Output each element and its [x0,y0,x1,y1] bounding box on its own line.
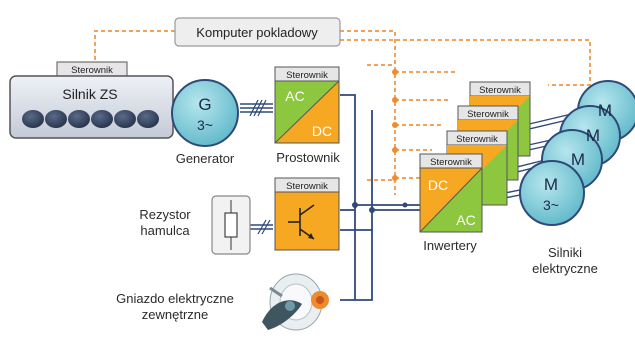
inverter-controller-label-1: Sterownik [479,85,521,96]
onboard-computer-box [174,17,341,47]
control-signal-lines [94,30,591,195]
generator-label: Generator [175,151,235,166]
transistor-symbol [288,204,315,240]
rectifier-controller-label: Sterownik [286,70,328,81]
brake-chopper-box [274,191,340,251]
brake-resistor-label-line2: hamulca [140,223,190,238]
inverter-input-label: DC [428,177,448,193]
dc-bus-junctions [352,202,408,213]
motor-phase: 3~ [543,197,559,213]
inverter-controller-label-3: Sterownik [456,134,498,145]
dc-bus-lines [340,94,425,301]
onboard-computer-label: Komputer pokladowy [196,25,318,40]
generator-letter: G [198,95,211,114]
external-socket-illustration [262,273,329,331]
phase-tick-marks [249,99,271,235]
generator-symbol [171,79,239,147]
inverter-controller-label-2: Sterownik [467,109,509,120]
electric-motors [519,80,635,226]
motors-label-line2: elektryczne [532,261,598,276]
rectifier-label: Prostownik [276,150,340,165]
rectifier-box [274,80,340,144]
inverter-output-label: AC [456,212,475,228]
rectifier-input-label: AC [285,88,304,104]
resistor-element [224,212,238,238]
engine-cylinders [22,110,159,128]
inverter-controller-label-4: Sterownik [430,157,472,168]
diesel-engine-label: Silnik ZS [62,86,117,102]
inverters-label: Inwertery [423,238,477,253]
inverter-stack [419,81,531,233]
engine-controller-label: Sterownik [71,65,113,76]
generator-phase: 3~ [197,117,213,133]
motor-letter-4: M [544,175,558,194]
chopper-controller-label: Sterownik [286,181,328,192]
motors-label-line1: Silniki [548,245,582,260]
brake-resistor-label-line1: Rezystor [139,207,191,222]
motor-letter-3: M [571,150,585,169]
signal-junction-dots [392,69,398,181]
motor-letter-2: M [586,126,600,145]
rectifier-output-label: DC [312,123,332,139]
socket-label-line2: zewnętrzne [141,307,209,322]
motor-letter-1: M [598,101,612,120]
socket-label-line1: Gniazdo elektryczne [116,291,234,306]
